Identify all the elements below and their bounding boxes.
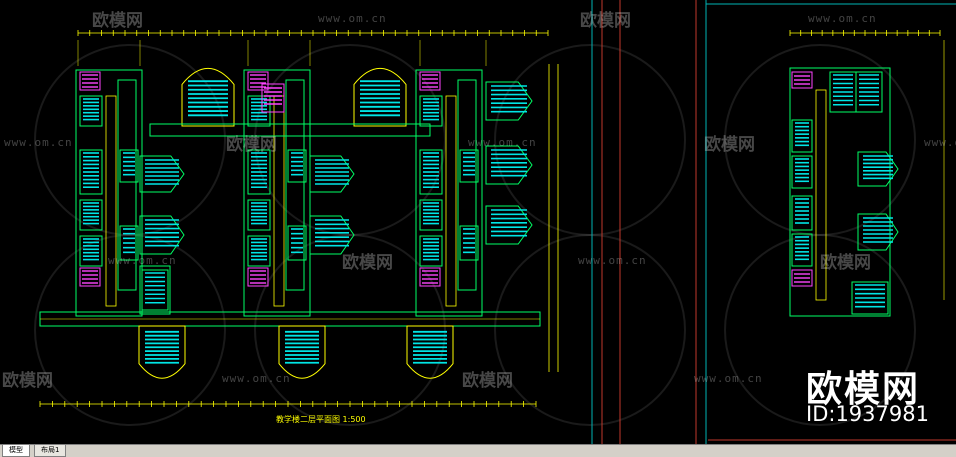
classroom-small: [141, 269, 169, 311]
classroom-small: [459, 225, 479, 261]
lecture-hall: [857, 151, 899, 187]
auditorium: [353, 68, 407, 127]
watermark-circle: [34, 234, 226, 426]
toilet-room: [79, 267, 101, 287]
building-wing: [75, 69, 143, 317]
corridor: [105, 95, 117, 307]
watermark-logo: 欧模网: [342, 253, 393, 273]
lecture-hall: [139, 155, 185, 193]
watermark-url: www.om.cn: [468, 136, 537, 149]
toilet-room: [419, 267, 441, 287]
tab-layout1[interactable]: 布局1: [34, 445, 67, 457]
auditorium: [181, 68, 235, 127]
watermark-logo: 欧模网: [226, 135, 277, 155]
connecting-corridor: [149, 123, 431, 137]
building-wing: [243, 69, 311, 317]
auditorium: [138, 325, 186, 379]
toilet-room: [261, 83, 285, 113]
classroom-small: [459, 149, 479, 183]
watermark-circle: [254, 44, 446, 236]
classroom: [791, 155, 813, 189]
auditorium: [406, 325, 454, 379]
watermark-circle: [494, 234, 686, 426]
toilet-room: [791, 269, 813, 287]
classroom: [419, 199, 443, 231]
classroom: [79, 235, 103, 267]
classroom: [791, 195, 813, 231]
toilet-room: [79, 71, 101, 91]
toilet-room: [791, 71, 813, 89]
watermark-url: www.om.cn: [694, 372, 763, 385]
toilet-room: [419, 71, 441, 91]
stair-core: [285, 79, 305, 291]
toilet-room: [247, 71, 269, 91]
floor-plan-drawing: [34, 0, 956, 444]
classroom: [247, 149, 271, 195]
classroom: [419, 149, 443, 195]
classroom: [247, 95, 271, 127]
classroom: [247, 235, 271, 267]
watermark-circle: [254, 234, 446, 426]
classroom: [791, 233, 813, 267]
classroom: [247, 199, 271, 231]
classroom-small: [287, 225, 307, 261]
watermark-url: www.om.cn: [4, 136, 73, 149]
classroom: [79, 149, 103, 195]
classroom-small: [287, 149, 307, 183]
lecture-hall: [485, 205, 533, 245]
lecture-hall: [857, 213, 899, 251]
auditorium: [278, 325, 326, 379]
classroom-small: [855, 71, 883, 113]
stair-core: [117, 79, 137, 291]
classroom: [419, 235, 443, 267]
model-id-label: ID:1937981: [806, 402, 929, 426]
plan-title: 教学楼二层平面图 1:500: [276, 415, 366, 424]
classroom: [79, 95, 103, 127]
toilet-room: [247, 267, 269, 287]
lecture-hall: [139, 215, 185, 255]
watermark-url: www.om.cn: [318, 12, 387, 25]
watermark-circle: [494, 44, 686, 236]
watermark-url: www.om.cn: [222, 372, 291, 385]
watermark-logo: 欧模网: [820, 253, 871, 273]
watermark-circle: [34, 44, 226, 236]
brand-logo: 欧模网: [806, 369, 921, 410]
building-wing-small: [789, 67, 891, 317]
layout-tab-bar: 模型 布局1: [0, 444, 956, 457]
classroom-small: [139, 265, 171, 315]
watermark-url: www.om.cn: [808, 12, 877, 25]
classroom: [419, 95, 443, 127]
watermark-logo: 欧模网: [2, 371, 53, 391]
classroom-small: [119, 225, 139, 261]
watermark-logo: 欧模网: [704, 135, 755, 155]
watermark-url: www.om.cn: [578, 254, 647, 267]
watermark-logo: 欧模网: [92, 11, 143, 31]
lecture-hall: [485, 81, 533, 121]
stair-core: [457, 79, 477, 291]
lecture-hall: [485, 145, 533, 185]
watermark-logo: 欧模网: [580, 11, 631, 31]
watermark-circle: [724, 234, 916, 426]
corridor: [445, 95, 457, 307]
cad-drawing-canvas[interactable]: 欧模网 www.om.cn 欧模网 www.om.cn www.om.cn 欧模…: [0, 0, 956, 444]
lecture-hall: [309, 215, 355, 255]
classroom-small: [851, 281, 889, 315]
watermark-url: www.om.cn: [924, 136, 956, 149]
classroom: [791, 119, 813, 153]
classroom: [79, 199, 103, 231]
watermark-url: www.om.cn: [108, 254, 177, 267]
corridor: [273, 95, 285, 307]
corridor: [815, 89, 827, 301]
watermark-logo: 欧模网: [462, 371, 513, 391]
classroom-small: [119, 149, 139, 183]
watermark-circle: [724, 44, 916, 236]
lecture-hall: [309, 155, 355, 193]
building-wing: [415, 69, 483, 317]
tab-model[interactable]: 模型: [2, 445, 30, 457]
